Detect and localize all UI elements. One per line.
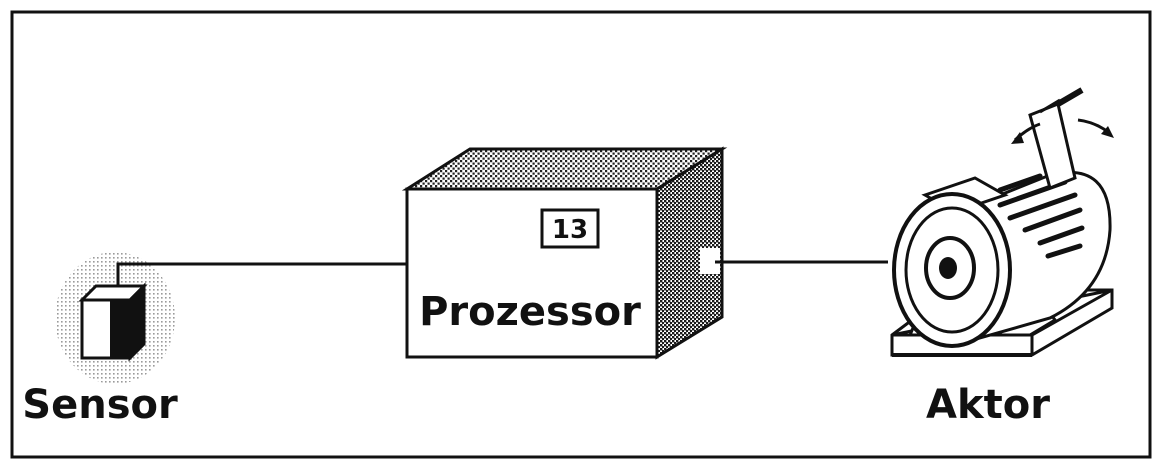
- processor-display: [540, 208, 600, 249]
- processor-label: Prozessor: [419, 289, 641, 335]
- diagram-frame: [10, 10, 1152, 459]
- sensor-cable: [116, 262, 407, 286]
- sensor-label: Sensor: [22, 382, 178, 428]
- motor-icon: [890, 87, 1114, 357]
- processor-display-value: 13: [552, 215, 588, 245]
- actuator-label: Aktor: [926, 382, 1050, 428]
- sensor-icon: [55, 252, 175, 384]
- processor-box: [401, 146, 728, 360]
